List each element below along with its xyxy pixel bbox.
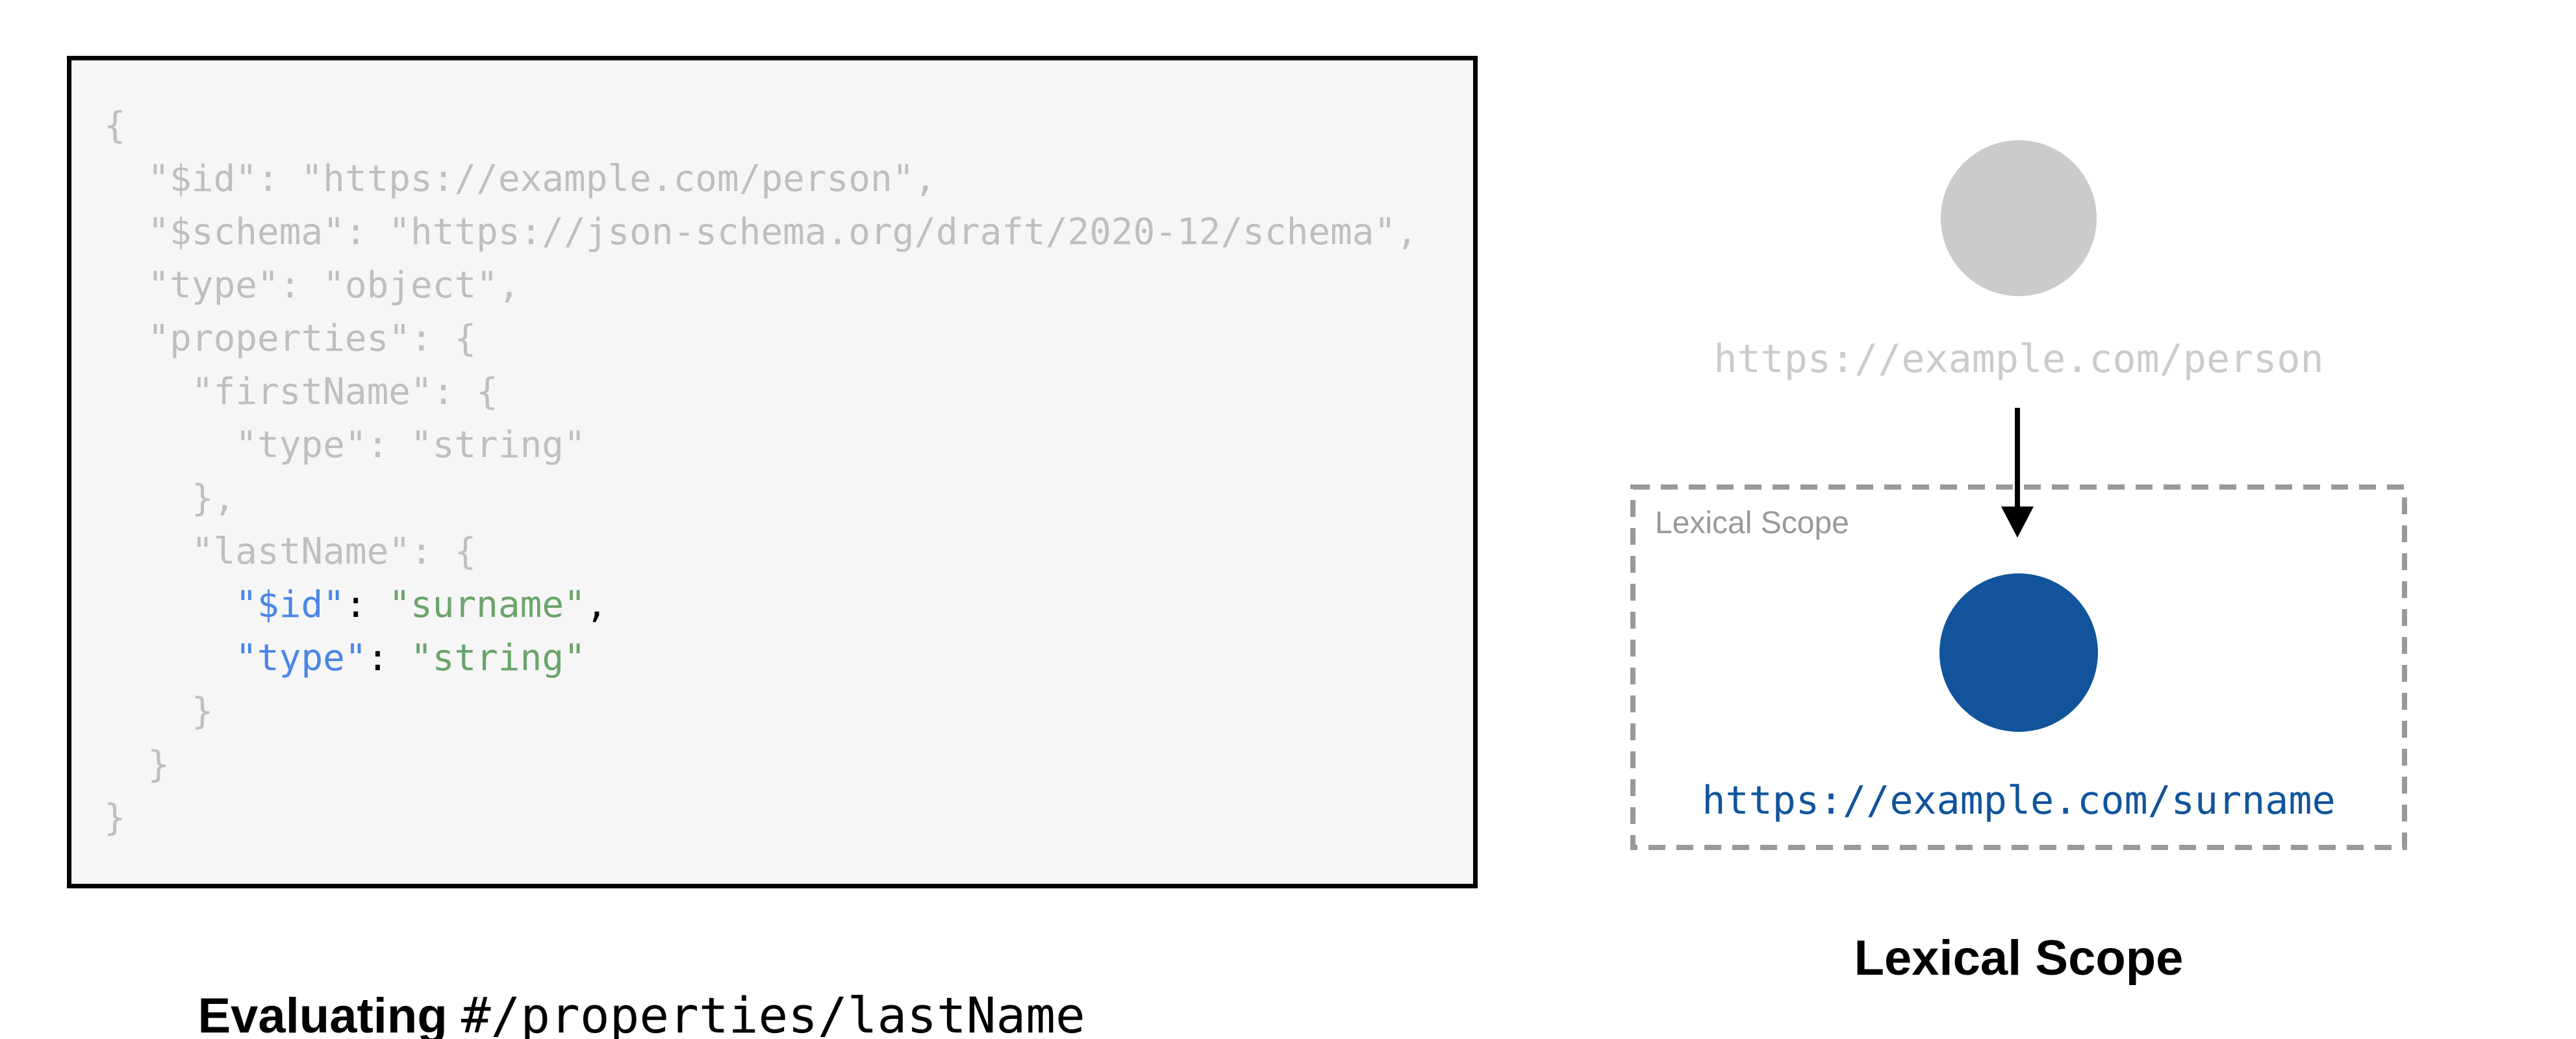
schema-code-panel: { "$id": "https://example.com/person", "… xyxy=(67,56,1478,888)
code-token: "string" xyxy=(410,637,586,679)
code-line: "type": "object", xyxy=(104,259,1418,312)
diagram-caption: Lexical Scope xyxy=(1854,931,2184,986)
code-line: } xyxy=(104,792,1418,845)
code-token: "type": "string" xyxy=(104,424,586,466)
code-token: } xyxy=(104,744,170,786)
code-token: "surname" xyxy=(388,584,586,626)
code-token: "lastName": { xyxy=(104,531,477,573)
code-line: "$id": "https://example.com/person", xyxy=(104,153,1418,206)
child-schema-node-circle xyxy=(1939,573,2098,732)
code-token: }, xyxy=(104,477,236,520)
caption-evaluating-label: Evaluating xyxy=(197,988,461,1039)
code-line: { xyxy=(104,99,1418,153)
code-token: "type": "object", xyxy=(104,264,520,307)
code-block: { "$id": "https://example.com/person", "… xyxy=(104,99,1418,845)
lexical-scope-dashed-box xyxy=(1630,484,2407,850)
code-token: } xyxy=(104,797,126,839)
code-token: "type" xyxy=(235,637,367,679)
parent-schema-url: https://example.com/person xyxy=(1713,336,2324,382)
code-token: : xyxy=(344,584,389,626)
code-line: } xyxy=(104,685,1418,738)
code-token: "$id": "https://example.com/person", xyxy=(104,158,937,200)
code-token: { xyxy=(104,105,126,147)
code-line: "properties": { xyxy=(104,312,1418,366)
caption-json-pointer: #/properties/lastName xyxy=(461,986,1085,1039)
parent-schema-node-circle xyxy=(1941,140,2097,296)
code-panel-caption: Evaluating #/properties/lastName xyxy=(143,930,1085,1039)
code-token xyxy=(104,637,235,679)
code-token: "firstName": { xyxy=(104,371,498,413)
code-line: "type": "string" xyxy=(104,419,1418,472)
code-token: "properties": { xyxy=(104,318,477,360)
code-token: , xyxy=(585,584,608,626)
code-line: "$id": "surname", xyxy=(104,579,1418,632)
code-token: "$schema": "https://json-schema.org/draf… xyxy=(104,211,1418,253)
code-line: "firstName": { xyxy=(104,366,1418,419)
code-line: "lastName": { xyxy=(104,525,1418,579)
code-line: "$schema": "https://json-schema.org/draf… xyxy=(104,206,1418,259)
code-token: "$id" xyxy=(235,584,345,626)
child-schema-url: https://example.com/surname xyxy=(1702,778,2336,823)
code-token: } xyxy=(104,690,214,732)
scope-box-inner-label: Lexical Scope xyxy=(1655,506,1849,540)
code-line: }, xyxy=(104,472,1418,525)
arrow-down-icon xyxy=(2001,408,2034,538)
code-line: "type": "string" xyxy=(104,632,1418,685)
code-token xyxy=(104,584,235,626)
code-token: : xyxy=(366,637,411,679)
code-line: } xyxy=(104,738,1418,792)
